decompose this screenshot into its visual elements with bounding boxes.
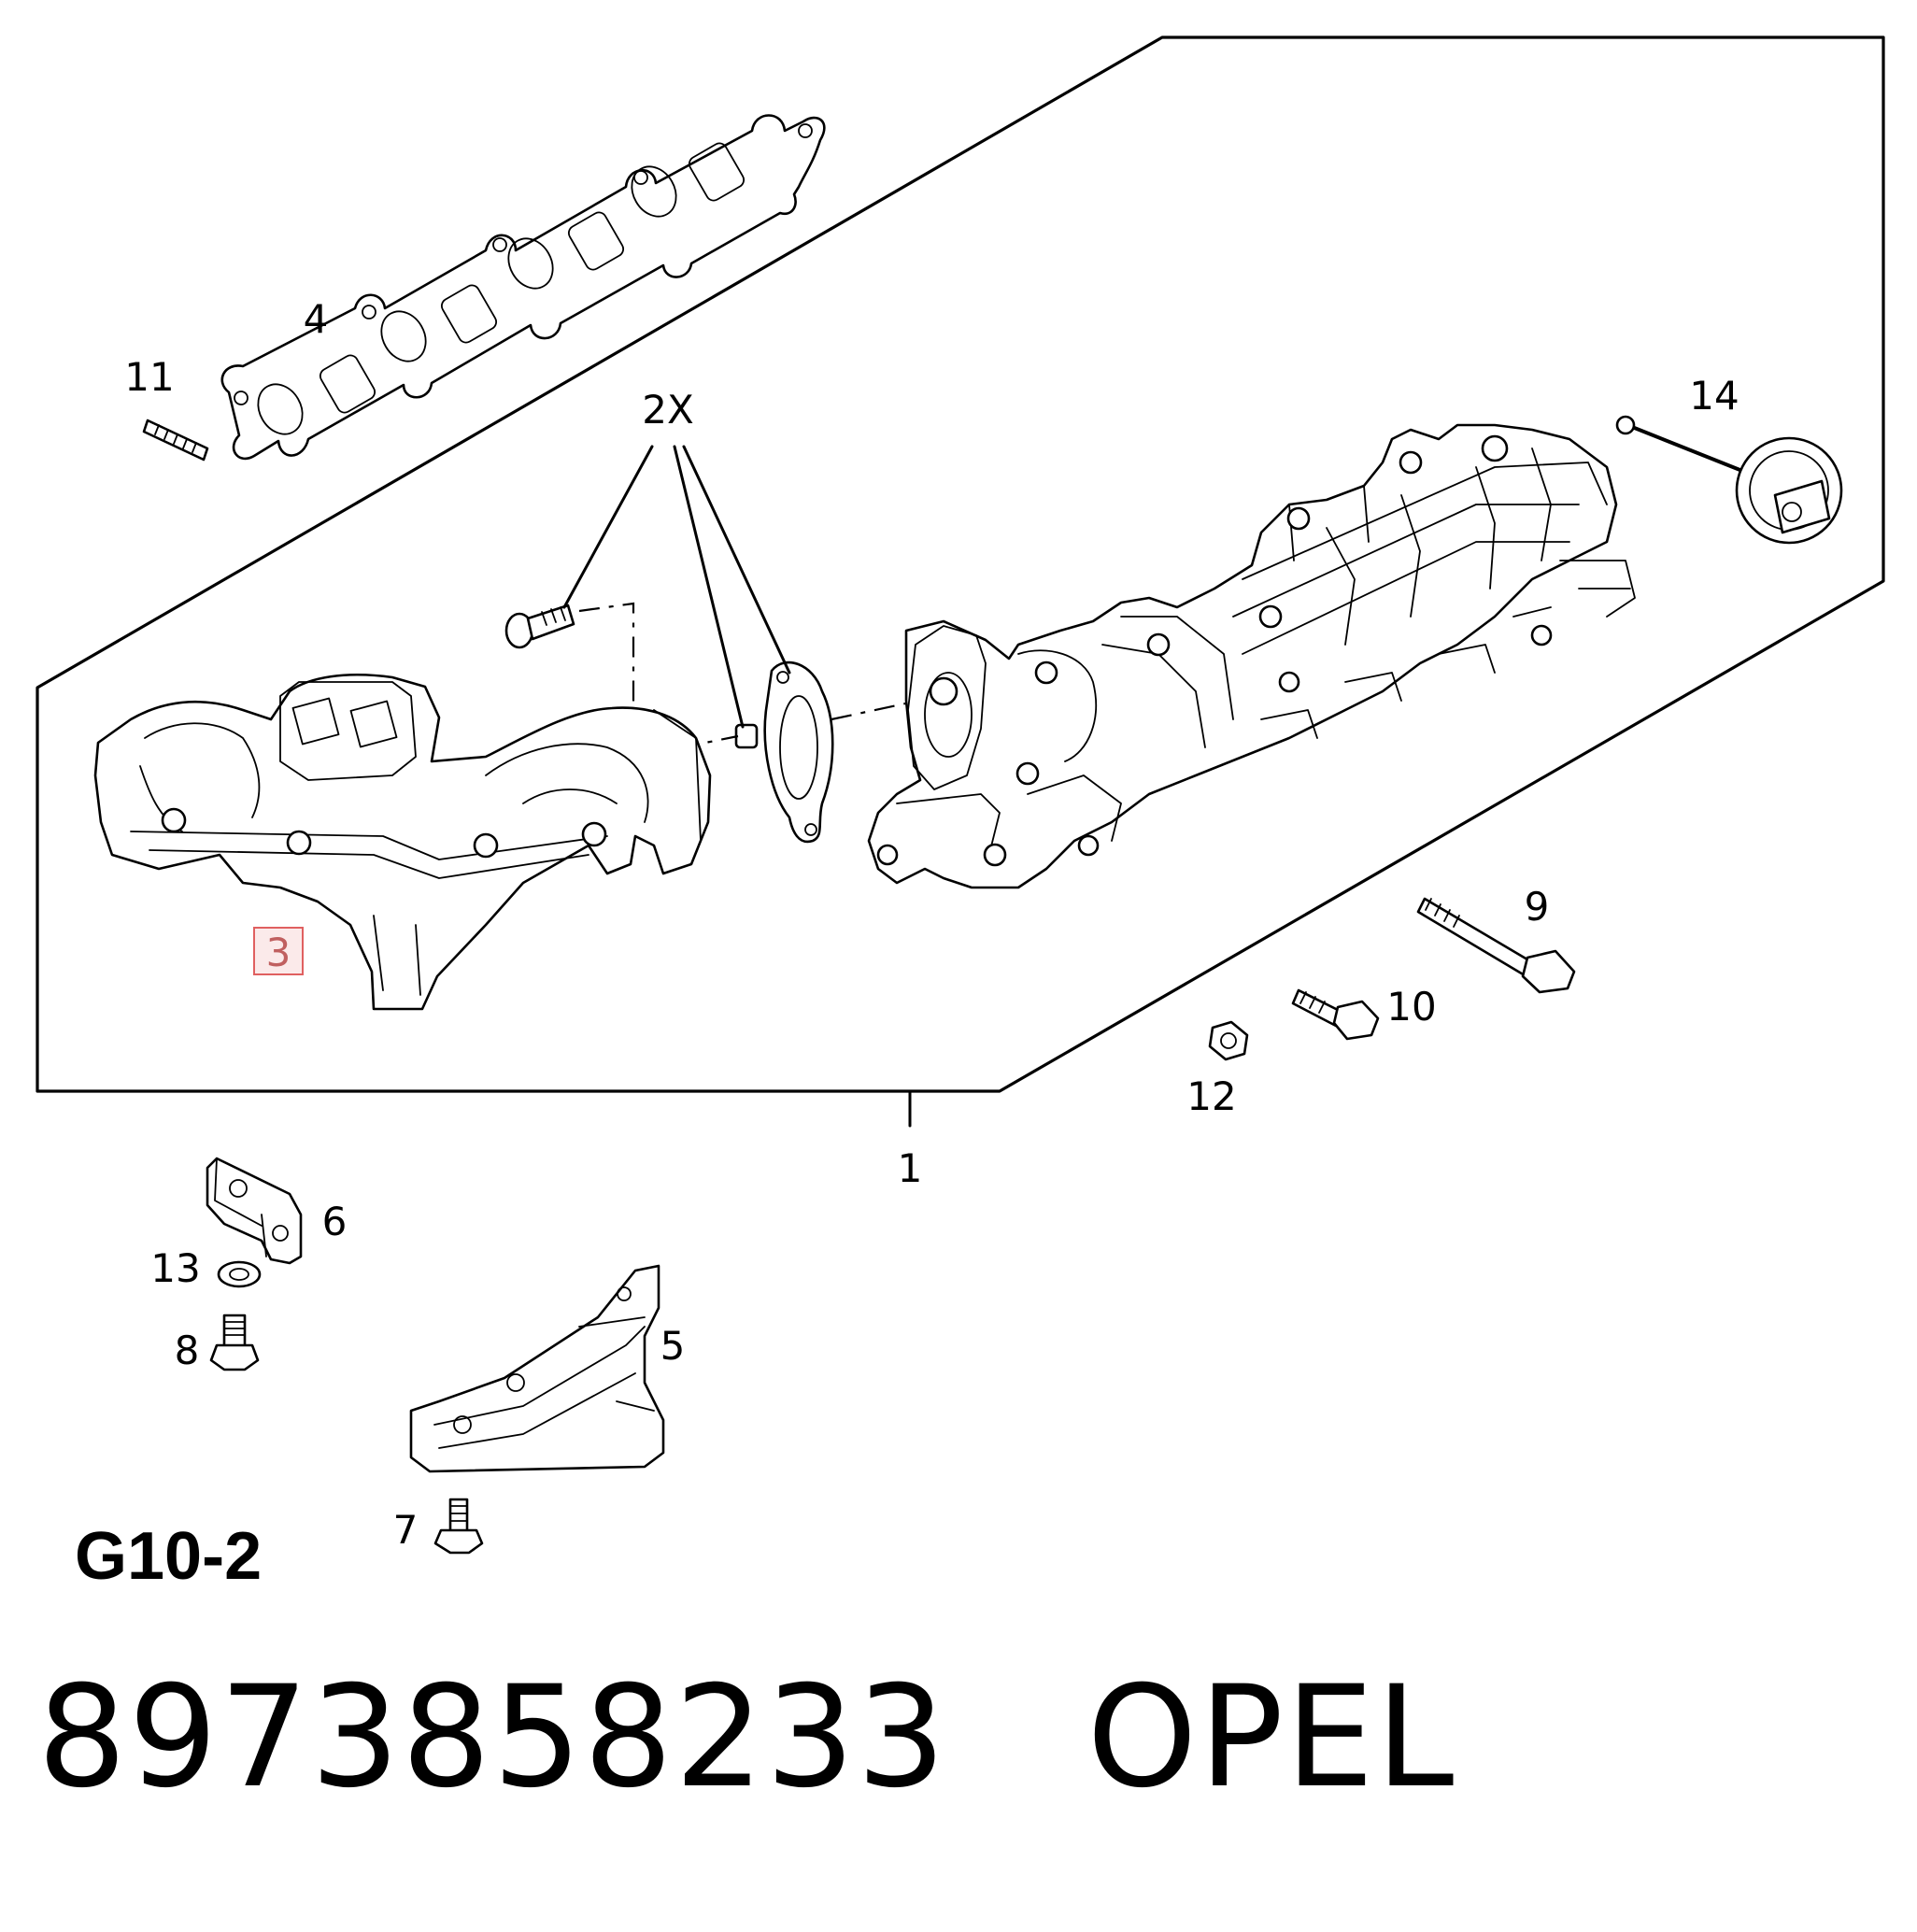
washer (217, 1260, 262, 1288)
flange-gasket (763, 661, 834, 844)
callout-9: 9 (1525, 884, 1550, 930)
screw-2x (504, 604, 575, 649)
assembly-outline (36, 36, 1885, 1093)
callout-13: 13 (150, 1245, 200, 1291)
callout-8: 8 (175, 1328, 200, 1373)
callout-6: 6 (322, 1199, 348, 1244)
callout-4: 4 (304, 296, 329, 342)
long-bolt (1416, 897, 1576, 994)
bracket-large (409, 1264, 665, 1473)
leader-2x-b (673, 445, 745, 729)
vacuum-actuator (1615, 415, 1843, 545)
main-manifold-body (867, 423, 1636, 889)
callout-3[interactable]: 3 (266, 930, 291, 975)
callout-1: 1 (898, 1145, 923, 1191)
bolt (1291, 988, 1380, 1041)
bracket-small (206, 1157, 303, 1265)
callout-10: 10 (1386, 984, 1436, 1030)
manifold-gasket (220, 114, 826, 461)
callout-5: 5 (660, 1323, 686, 1369)
intake-manifold (93, 673, 712, 1011)
flange-bolt (209, 1314, 260, 1371)
callout-14: 14 (1689, 373, 1739, 419)
stud (142, 419, 209, 462)
brand-name: OPEL (1086, 1656, 1456, 1819)
part-number-footer: 8973858233 OPEL (37, 1668, 1456, 1808)
callout-11: 11 (124, 354, 174, 400)
leader-2x-c (682, 445, 791, 675)
dowel-sleeve (734, 723, 759, 749)
diagram-code: G10-2 (75, 1519, 262, 1594)
nut (1208, 1020, 1249, 1061)
bolt-small (433, 1498, 484, 1555)
callout-12: 12 (1186, 1073, 1236, 1119)
callout-2x: 2X (642, 387, 694, 433)
callout-7: 7 (393, 1507, 419, 1553)
centerline-1 (578, 602, 635, 757)
leader-2x-a (562, 445, 654, 609)
highlight-box-3 (253, 927, 304, 975)
part-number: 8973858233 (37, 1656, 948, 1819)
